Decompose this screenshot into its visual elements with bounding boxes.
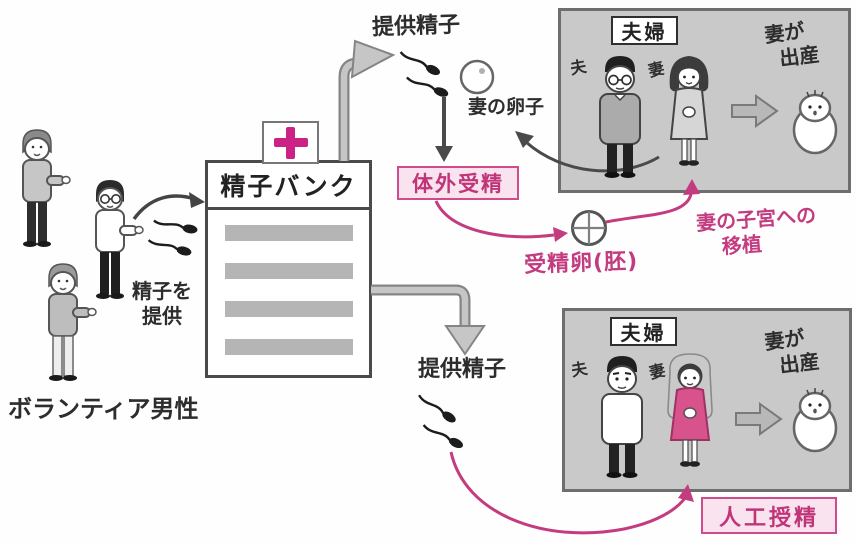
sperm-icon [396,48,443,79]
pipe-bank-to-ai-sperm [371,284,486,356]
outcome-bottom-line1: 妻が [763,325,806,355]
arrow-sperm-to-wife-bottom [449,451,694,535]
baby-icon-bottom [792,386,838,453]
ai-donor-sperm-label: 提供精子 [418,357,507,382]
husband-figure-bottom [601,356,643,478]
ivf-donor-sperm-label: 提供精子 [371,12,461,41]
wife-figure-bottom [667,353,713,467]
outcome-top-line2: 出産 [778,41,821,71]
baby-icon-top [792,88,838,155]
ivf-procedure-box: 体外受精 [397,166,519,200]
donor-figure-2 [95,180,144,299]
medical-cross-sign [262,121,319,164]
donate-action-line2: 提供 [142,304,182,328]
pipe-bank-to-ivf-sperm [338,39,396,161]
sperm-icon [419,421,466,452]
outcome-top-line1: 妻が [763,18,806,48]
couple-bottom-title: 夫婦 [610,317,677,346]
wife-egg-label: 妻の卵子 [468,96,545,118]
bank-stripe [225,225,353,241]
couple-top-title: 夫婦 [611,16,678,45]
bank-stripe [225,263,353,279]
donor-figure-3 [48,263,97,381]
sperm-icon [414,392,459,426]
sperm-bank-title: 精子バンク [208,163,369,210]
outcome-top-label: 妻が 出産 [763,17,821,73]
embryo-label: 受精卵(胚) [523,249,639,278]
arrow-to-baby-top [731,95,778,127]
ai-procedure-box: 人工授精 [701,497,837,534]
bank-stripe [225,339,353,355]
transplant-label: 妻の子宮への 移植 [695,203,818,261]
donor-figure-1 [22,129,71,247]
arrow-donors-to-bank [132,192,205,221]
embryo-icon [571,210,607,246]
sperm-bank-building: 精子バンク [205,160,372,378]
outcome-bottom-label: 妻が 出産 [763,324,821,380]
outcome-bottom-line2: 出産 [778,348,821,378]
volunteer-men-caption: ボランティア男性 [8,395,199,423]
arrow-wife-to-egg [515,131,660,173]
bank-stripe [225,301,353,317]
arrow-embryo-to-wife [605,179,700,224]
arrow-ivf-to-embryo [434,200,568,242]
medical-cross-icon [273,138,308,147]
sperm-icon [145,236,194,259]
donate-action-line1: 精子を [132,279,192,303]
husband-figure-top [599,56,641,178]
arrow-to-ivf [435,97,453,162]
sperm-icon [403,74,451,100]
donate-action-label: 精子を 提供 [130,279,194,329]
egg-icon [459,59,495,95]
sperm-icon [151,217,200,236]
arrow-to-baby-bottom [735,403,782,435]
wife-figure-top [669,56,709,166]
